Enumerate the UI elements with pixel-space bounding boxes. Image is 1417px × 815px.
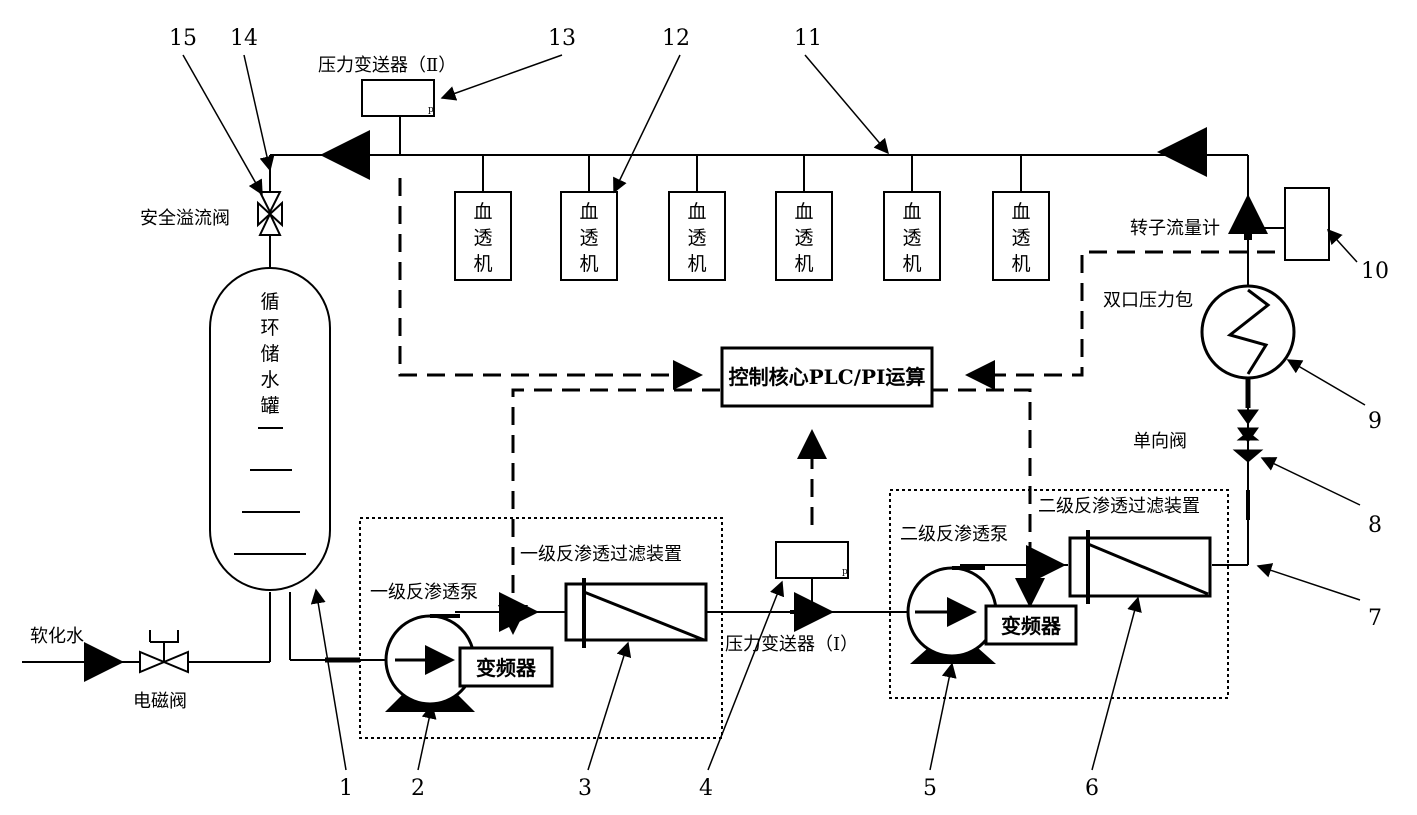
- callout-3: 3: [578, 776, 592, 801]
- svg-text:变频器: 变频器: [1001, 614, 1062, 638]
- pressure-transmitter-1-label: 压力变送器（Ⅰ）: [725, 634, 858, 655]
- tank-char-4: 水: [260, 369, 279, 391]
- pressure-transmitter-2: p: [361, 79, 435, 117]
- pump-2-icon: [906, 566, 998, 664]
- callout-10: 10: [1361, 259, 1389, 284]
- callout-7: 7: [1368, 606, 1382, 631]
- flow-transmitter: [1244, 187, 1330, 261]
- filter-2-icon: [1068, 530, 1212, 604]
- callout-14: 14: [230, 26, 258, 51]
- tank-char-2: 环: [260, 317, 279, 339]
- callout-6: 6: [1085, 776, 1099, 801]
- svg-text:机: 机: [473, 253, 492, 275]
- control-signal-lines: [398, 178, 1275, 635]
- svg-text:机: 机: [902, 253, 921, 275]
- svg-text:透: 透: [794, 227, 813, 249]
- dialysis-machine: 血 透 机: [775, 191, 833, 281]
- svg-text:血: 血: [1011, 201, 1030, 223]
- dialysis-machine: 血 透 机: [883, 191, 941, 281]
- svg-text:机: 机: [1011, 253, 1030, 275]
- solenoid-valve-label: 电磁阀: [133, 691, 187, 712]
- tank-char-1: 循: [260, 291, 279, 313]
- stage1-group-box: [359, 517, 723, 739]
- pump-1-label: 一级反渗透泵: [370, 582, 478, 603]
- callout-8: 8: [1368, 513, 1382, 538]
- check-valve-label: 单向阀: [1133, 431, 1187, 452]
- svg-text:血: 血: [902, 201, 921, 223]
- leader-lines: [182, 54, 1366, 771]
- dialysis-machine: 血 透 机: [992, 191, 1050, 281]
- pump-2-label: 二级反渗透泵: [900, 524, 1008, 545]
- svg-text:血: 血: [794, 201, 813, 223]
- svg-text:机: 机: [579, 253, 598, 275]
- callout-12: 12: [662, 26, 690, 51]
- solenoid-valve-icon: [139, 630, 189, 674]
- svg-text:机: 机: [687, 253, 706, 275]
- callout-5: 5: [923, 776, 937, 801]
- callout-15: 15: [169, 26, 197, 51]
- inverter-2: 变频器: [984, 604, 1078, 646]
- dialysis-machine: 血 透 机: [560, 191, 618, 281]
- pressure-transmitter-2-label: 压力变送器（Ⅱ）: [318, 55, 456, 76]
- dialysis-machine: 血 透 机: [668, 191, 726, 281]
- soft-water-label: 软化水: [30, 626, 84, 647]
- inverter-1: 变频器: [458, 646, 554, 688]
- storage-tank: 循 环 储 水 罐: [209, 267, 331, 591]
- dialysis-machine: 血 透 机: [454, 191, 512, 281]
- safety-valve-icon: [257, 191, 283, 236]
- callout-numbers: 1 2 3 4 5 6 7 8 9 10 11 12 13 14 15: [169, 26, 1389, 801]
- callout-9: 9: [1368, 409, 1382, 434]
- callout-11: 11: [794, 26, 822, 51]
- svg-text:血: 血: [579, 201, 598, 223]
- control-core-box: 控制核心PLC/PI运算: [720, 346, 934, 408]
- svg-text:透: 透: [473, 227, 492, 249]
- svg-text:机: 机: [794, 253, 813, 275]
- pressure-transmitter-1: p: [775, 541, 849, 579]
- tank-char-5: 罐: [260, 395, 279, 417]
- filter-1-icon: [564, 578, 708, 648]
- svg-text:血: 血: [473, 201, 492, 223]
- svg-text:透: 透: [687, 227, 706, 249]
- tank-char-3: 储: [260, 343, 279, 365]
- svg-text:p: p: [842, 567, 848, 577]
- callout-4: 4: [699, 776, 713, 801]
- check-valve-icon: [1232, 378, 1264, 463]
- filter-2-label: 二级反渗透过滤装置: [1038, 496, 1200, 517]
- filter-1-label: 一级反渗透过滤装置: [520, 544, 682, 565]
- svg-text:变频器: 变频器: [476, 656, 537, 680]
- pressure-tank-icon: [1200, 284, 1296, 380]
- dialysis-machines: 血 透 机 血 透 机 血 透 机 血 透 机 血 透 机: [454, 191, 1050, 281]
- svg-text:透: 透: [1011, 227, 1030, 249]
- callout-1: 1: [339, 776, 353, 801]
- svg-text:透: 透: [579, 227, 598, 249]
- stage2-group-box: [889, 489, 1229, 699]
- callout-13: 13: [548, 26, 576, 51]
- flowmeter-label: 转子流量计: [1130, 218, 1220, 239]
- callout-2: 2: [411, 776, 425, 801]
- svg-text:透: 透: [902, 227, 921, 249]
- svg-text:p: p: [428, 105, 434, 115]
- text-labels: 软化水 电磁阀 安全溢流阀 压力变送器（Ⅱ） 压力变送器（Ⅰ） 一级反渗透泵 一…: [30, 55, 1220, 712]
- svg-text:血: 血: [687, 201, 706, 223]
- control-core-label: 控制核心PLC/PI运算: [729, 365, 926, 389]
- pressure-tank-label: 双口压力包: [1103, 290, 1193, 311]
- safety-valve-label: 安全溢流阀: [140, 208, 230, 229]
